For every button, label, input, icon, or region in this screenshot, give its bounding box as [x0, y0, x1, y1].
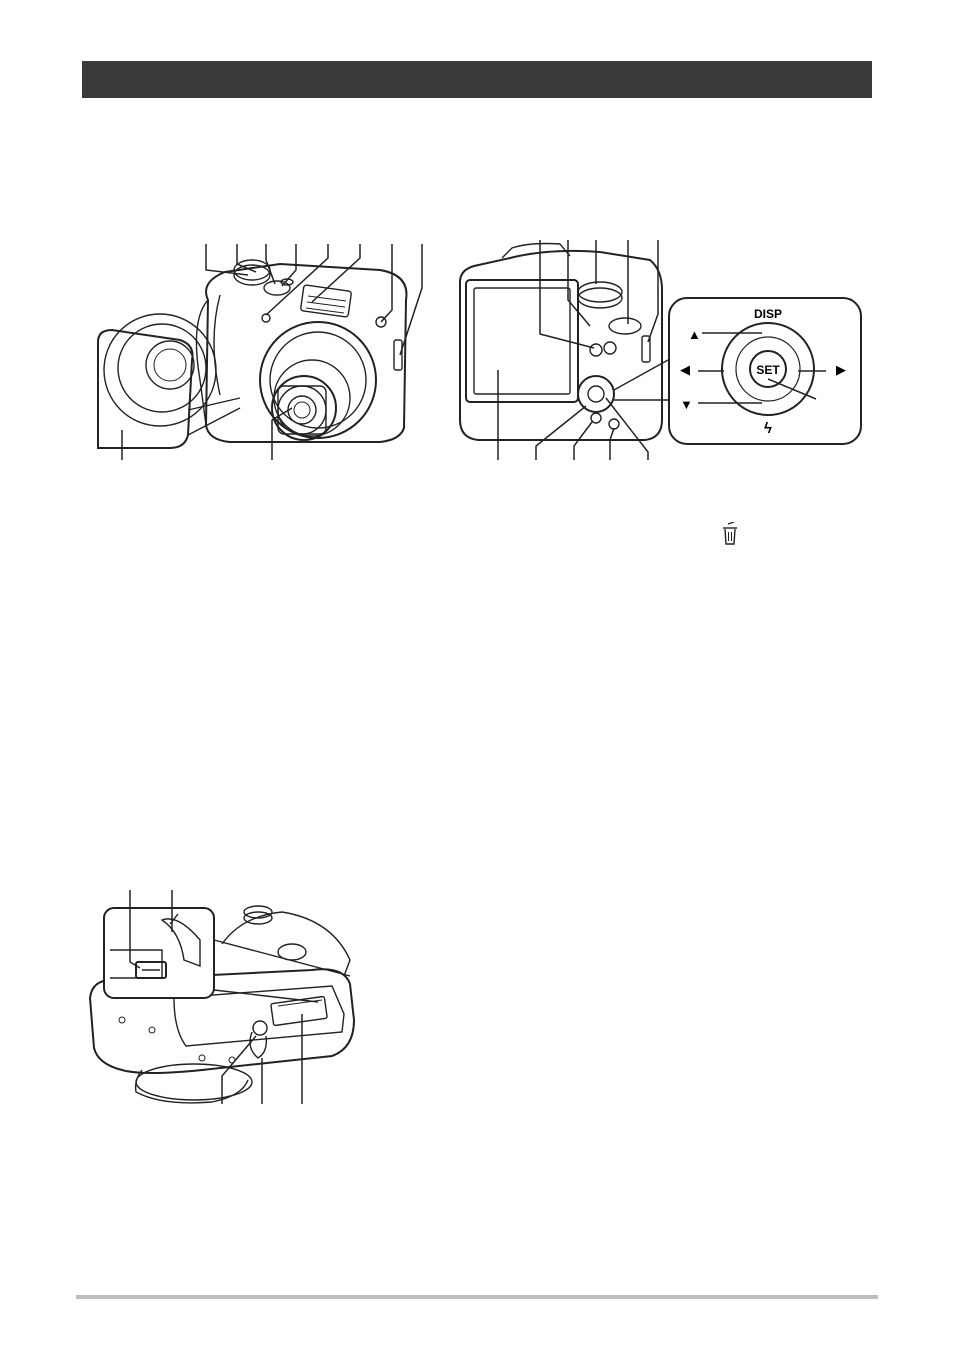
down-arrow-icon[interactable]: ▼	[680, 397, 693, 412]
footer-rule	[76, 1295, 878, 1299]
up-arrow-icon[interactable]: ▲	[688, 327, 701, 342]
control-panel-diagram: DISP SET ▲ ▼ ◀ ▶ ϟ	[668, 297, 862, 445]
trash-icon	[723, 522, 737, 545]
set-button[interactable]: SET	[756, 363, 780, 377]
camera-bottom-view	[88, 890, 356, 1104]
camera-front-view	[97, 244, 423, 460]
right-arrow-icon[interactable]: ▶	[836, 362, 846, 377]
camera-back-view	[459, 240, 669, 460]
disp-label: DISP	[754, 307, 782, 321]
flash-icon: ϟ	[764, 420, 772, 437]
section-header-bar	[82, 61, 872, 98]
left-arrow-icon[interactable]: ◀	[680, 362, 690, 377]
